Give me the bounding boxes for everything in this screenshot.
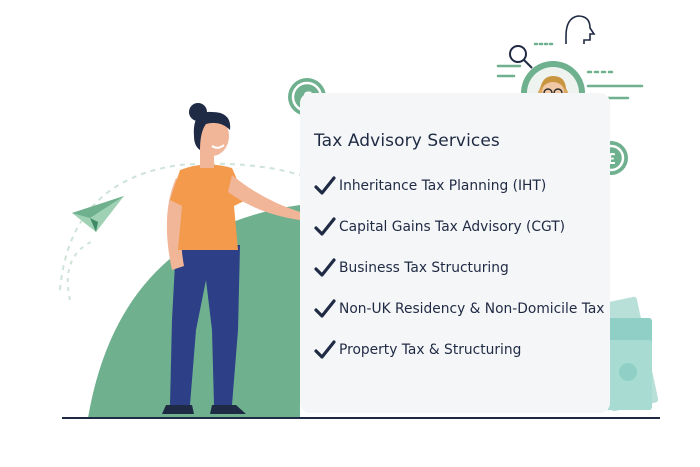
panel-title: Tax Advisory Services <box>314 131 500 151</box>
service-label: Property Tax & Structuring <box>339 341 522 358</box>
services-list: Inheritance Tax Planning (IHT) Capital G… <box>314 165 610 370</box>
check-icon <box>314 298 336 318</box>
service-label: Inheritance Tax Planning (IHT) <box>339 177 547 194</box>
head-profile-icon <box>565 15 596 44</box>
service-label: Non-UK Residency & Non-Domicile Tax <box>339 300 605 317</box>
check-icon <box>314 339 336 359</box>
check-icon <box>314 175 336 195</box>
paper-plane-icon <box>72 196 124 232</box>
service-label: Business Tax Structuring <box>339 259 509 276</box>
magnifier-icon <box>509 45 533 69</box>
pound-symbol: £ <box>606 150 616 168</box>
service-label: Capital Gains Tax Advisory (CGT) <box>339 218 566 235</box>
woman-figure <box>162 103 312 414</box>
list-item: Capital Gains Tax Advisory (CGT) <box>314 206 610 247</box>
tax-services-panel: Tax Advisory Services Inheritance Tax Pl… <box>300 93 610 413</box>
list-item: Business Tax Structuring <box>314 247 610 288</box>
banknotes-icon <box>589 296 659 412</box>
check-icon <box>314 216 336 236</box>
dashed-flight-path <box>59 162 301 291</box>
list-item: Inheritance Tax Planning (IHT) <box>314 165 610 206</box>
check-icon <box>314 257 336 277</box>
list-item: Non-UK Residency & Non-Domicile Tax <box>314 288 610 329</box>
list-item: Property Tax & Structuring <box>314 329 610 370</box>
